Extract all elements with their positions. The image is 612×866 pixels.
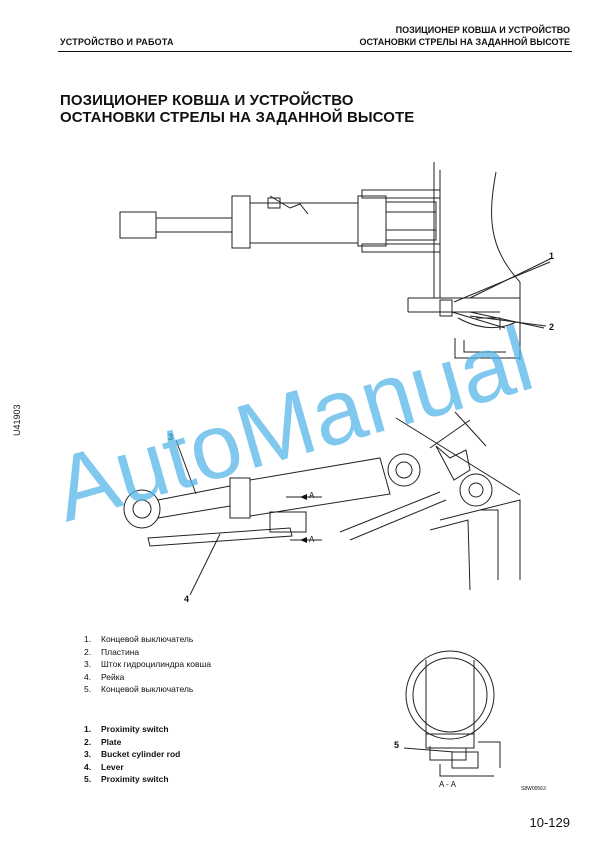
svg-text:AutoManual: AutoManual xyxy=(60,308,543,540)
page-title: ПОЗИЦИОНЕР КОВША И УСТРОЙСТВО ОСТАНОВКИ … xyxy=(60,92,414,126)
page-number: 10-129 xyxy=(529,815,570,830)
legend-ru-item: 3.Шток гидроцилиндра ковша xyxy=(84,659,212,669)
callout-1: 1 xyxy=(549,251,555,261)
legend-en-item: 1.Proximity switch xyxy=(84,724,169,734)
header-rule xyxy=(58,51,572,52)
legend-en-item: 4.Lever xyxy=(84,761,124,772)
legend-en-item: 5.Proximity switch xyxy=(84,774,169,784)
lower-assembly xyxy=(123,411,521,596)
header-topic-line1: ПОЗИЦИОНЕР КОВША И УСТРОЙСТВО xyxy=(395,25,570,35)
watermark-logo: AutoManual xyxy=(60,308,543,540)
legend-en-item: 2.Plate xyxy=(84,736,122,747)
header-section: УСТРОЙСТВО И РАБОТА xyxy=(60,37,174,47)
upper-cylinder xyxy=(119,189,441,253)
section-view-label: A - A xyxy=(439,780,456,789)
page-title-line1: ПОЗИЦИОНЕР КОВША И УСТРОЙСТВО xyxy=(60,92,354,109)
legend-ru-item: 2.Пластина xyxy=(84,646,140,657)
legend-en-item: 3.Bucket cylinder rod xyxy=(84,749,181,759)
section-mark-a-top: A xyxy=(309,491,315,500)
legend-ru-item: 1.Концевой выключатель xyxy=(84,634,194,644)
legend-en: 1.Proximity switch 2.Plate 3.Bucket cyli… xyxy=(84,723,180,786)
callout-5: 5 xyxy=(394,740,400,750)
callout-2: 2 xyxy=(549,322,555,332)
legend-ru: 1.Концевой выключатель 2.Пластина 3.Шток… xyxy=(84,633,211,696)
upper-frame xyxy=(407,162,551,360)
callout-3: 3 xyxy=(168,432,174,442)
page-title-line2: ОСТАНОВКИ СТРЕЛЫ НА ЗАДАННОЙ ВЫСОТЕ xyxy=(60,109,415,126)
legend-ru-item: 4.Рейка xyxy=(84,671,125,682)
section-detail xyxy=(403,650,501,777)
legend-ru-item: 5.Концевой выключатель xyxy=(84,684,194,694)
header-topic-line2: ОСТАНОВКИ СТРЕЛЫ НА ЗАДАННОЙ ВЫСОТЕ xyxy=(359,37,570,47)
section-mark-a-bottom: A xyxy=(309,535,315,544)
header-topic: ПОЗИЦИОНЕР КОВША И УСТРОЙСТВО ОСТАНОВКИ … xyxy=(359,24,570,48)
figure-code: S8W00563 xyxy=(521,786,546,792)
callout-4: 4 xyxy=(184,594,190,604)
